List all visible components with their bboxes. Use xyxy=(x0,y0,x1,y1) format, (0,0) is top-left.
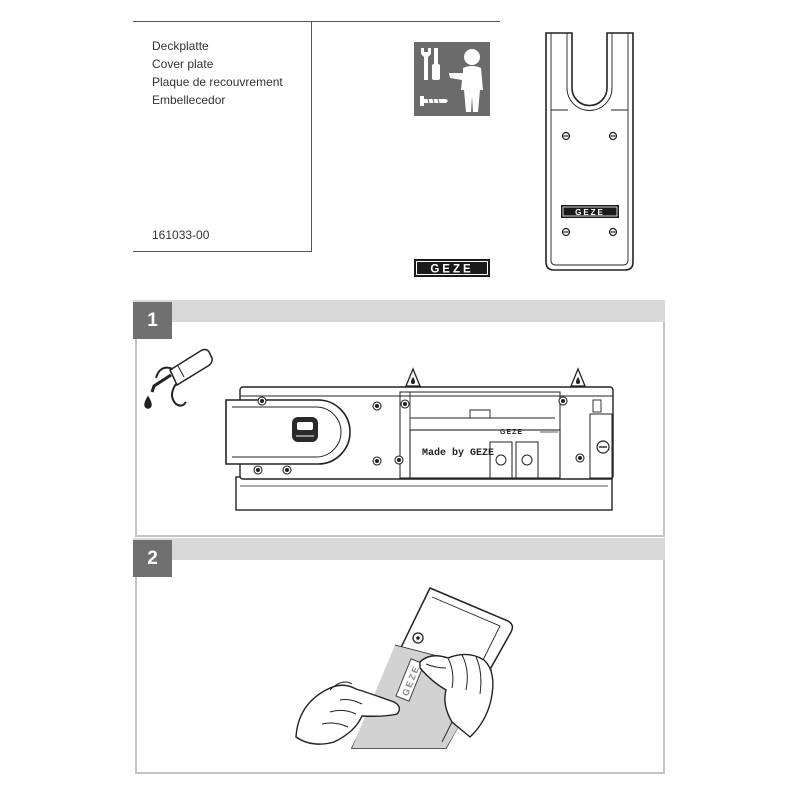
mechanism-screws xyxy=(253,396,585,475)
geze-logo-text: GEZE xyxy=(430,264,473,276)
product-name-fr: Plaque de recouvrement xyxy=(152,75,283,89)
cover-plate-label: GEZE xyxy=(561,205,619,218)
step-1-number: 1 xyxy=(133,302,172,339)
cover-plate-fitting-illustration: GEZE xyxy=(295,587,514,749)
step-2-bar xyxy=(133,538,665,560)
step-2-panel xyxy=(135,560,665,774)
mechanism-imprint: Made by GEZE xyxy=(422,447,494,459)
grease-gun-icon xyxy=(144,348,213,409)
door-closer-mechanism: Made by GEZE GEZE xyxy=(225,367,614,511)
left-hand xyxy=(295,681,401,745)
step-1-bar xyxy=(133,300,665,322)
right-hand xyxy=(419,653,494,738)
cover-plate-label-text: GEZE xyxy=(575,208,605,217)
product-name-es: Embellecedor xyxy=(152,93,226,107)
step-2-number: 2 xyxy=(133,540,172,577)
cover-plate-screw-holes xyxy=(561,131,618,237)
header-divider xyxy=(311,21,312,252)
mechanism-small-label: GEZE xyxy=(500,429,523,436)
lubrication-point-markers xyxy=(405,367,586,387)
header-bottom-rule xyxy=(133,251,312,252)
cover-plate-drawing: GEZE xyxy=(545,32,634,271)
geze-logo: GEZE xyxy=(414,259,490,277)
product-name-de: Deckplatte xyxy=(152,39,209,53)
step-1-panel xyxy=(135,322,665,537)
header-top-rule xyxy=(133,21,500,22)
tools-keep-away-from-children-icon xyxy=(414,42,490,116)
article-number: 161033-00 xyxy=(152,228,210,242)
product-name-en: Cover plate xyxy=(152,57,214,71)
